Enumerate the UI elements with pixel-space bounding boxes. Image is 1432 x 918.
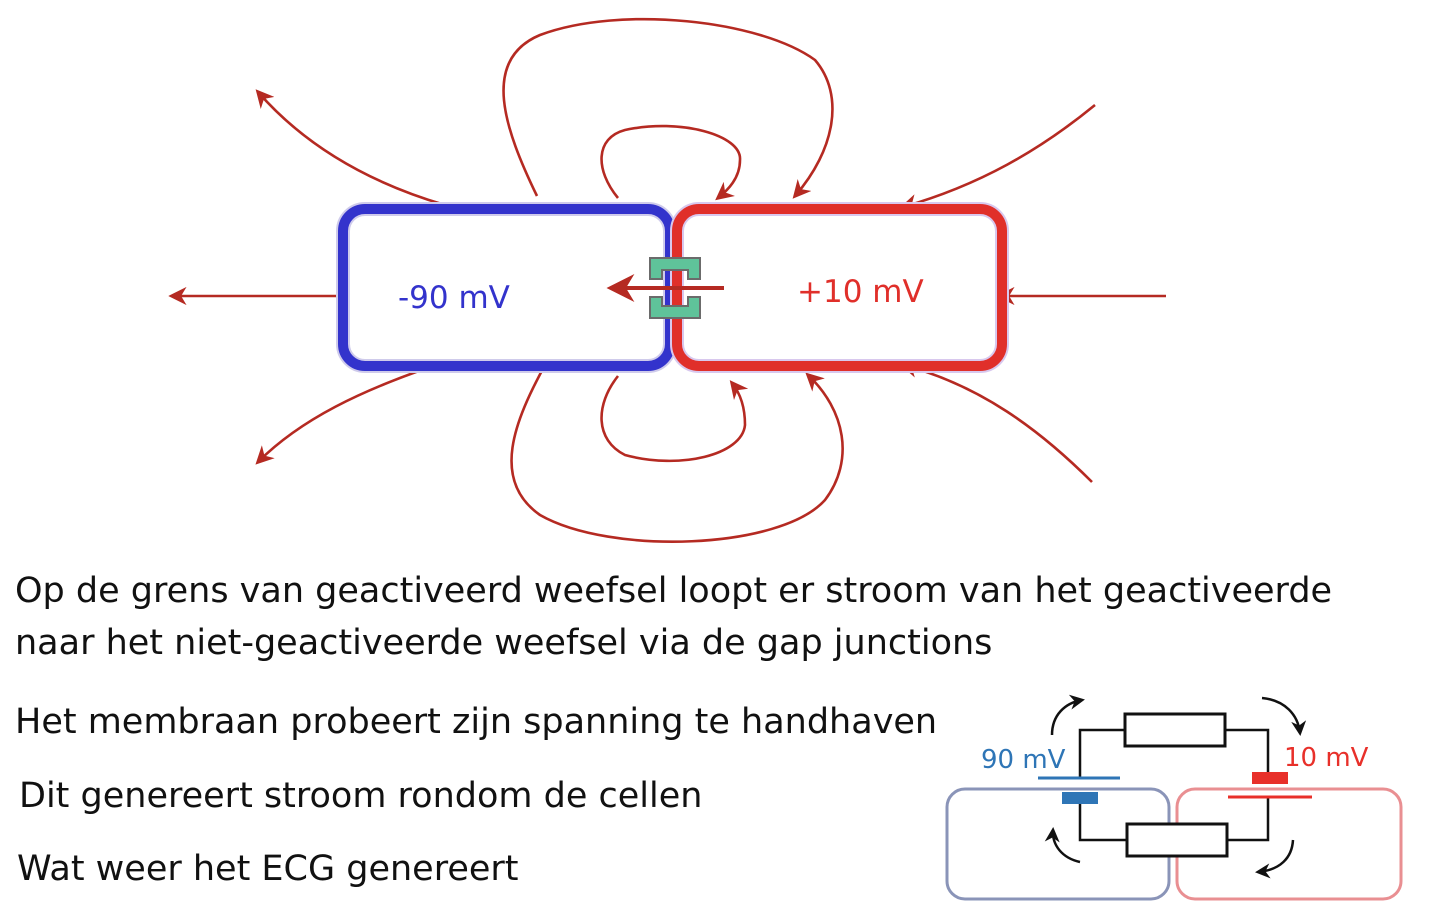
field-line-left-bottom <box>255 360 446 465</box>
arrow-top-left <box>1050 694 1085 736</box>
right-cell-voltage: +10 mV <box>797 274 924 310</box>
text-line-4: Dit genereert stroom rondom de cellen <box>19 776 703 816</box>
arrow-bottom-right <box>1255 839 1295 879</box>
top-resistor <box>1123 712 1227 748</box>
field-line-top-outer-loop <box>502 17 834 199</box>
text-line-1: Op de grens van geactiveerd weefsel loop… <box>15 571 1333 611</box>
circuit-right-voltage: 10 mV <box>1284 743 1369 773</box>
text-line-2: naar het niet-geactiveerde weefsel via d… <box>15 623 993 663</box>
field-line-right-bottom <box>899 359 1093 483</box>
field-line-left-top <box>255 89 446 207</box>
text-line-5: Wat weer het ECG genereert <box>17 849 519 889</box>
field-line-bottom-outer-loop <box>510 364 844 543</box>
left-battery-short-plate <box>1062 792 1098 804</box>
bottom-resistor <box>1125 822 1229 858</box>
field-line-right-top <box>899 103 1096 212</box>
arrow-bottom-left <box>1044 827 1081 864</box>
text-line-3: Het membraan probeert zijn spanning te h… <box>15 702 938 742</box>
left-cell-voltage: -90 mV <box>398 280 510 316</box>
arrow-top-right <box>1261 696 1307 736</box>
circuit-left-voltage: 90 mV <box>981 745 1066 775</box>
field-line-top-inner-loop <box>600 124 742 201</box>
gap-junction <box>649 257 701 319</box>
right-battery-short-plate <box>1252 772 1288 784</box>
field-line-bottom-inner-loop <box>600 375 749 463</box>
equivalent-circuit: 90 mV 10 mV <box>945 694 1403 901</box>
